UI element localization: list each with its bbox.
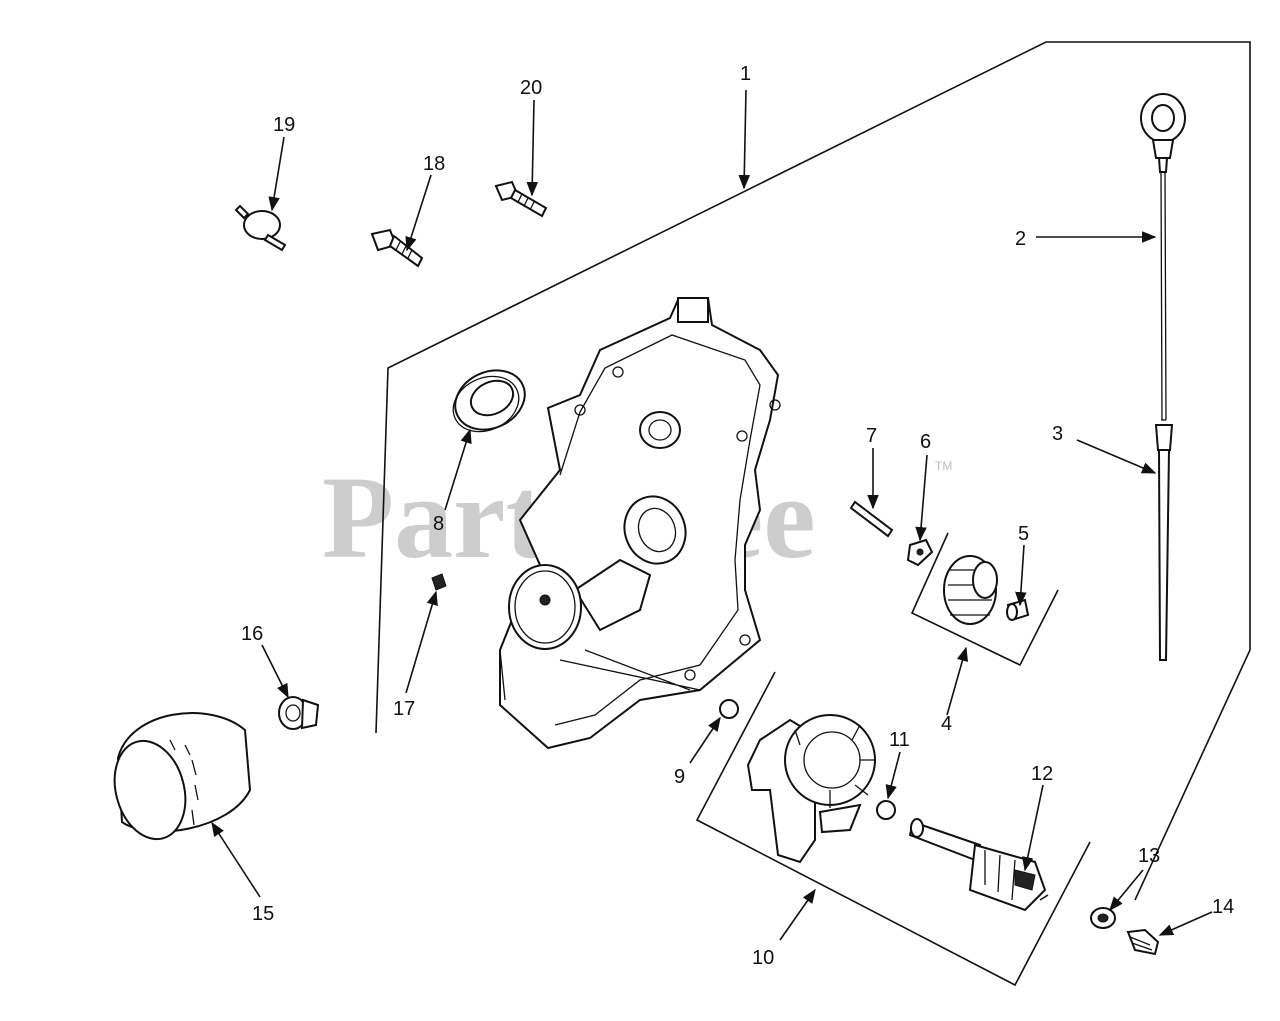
callout-19: 19 bbox=[273, 114, 295, 136]
callout-14: 14 bbox=[1212, 896, 1234, 918]
callout-18: 18 bbox=[423, 153, 445, 175]
governor-shaft bbox=[1006, 598, 1030, 622]
governor-boundary bbox=[910, 532, 1059, 667]
oil-pickup bbox=[908, 818, 1047, 912]
callout-5: 5 bbox=[1018, 523, 1029, 545]
callout-4: 4 bbox=[941, 713, 952, 735]
callout-labels: 1 2 3 4 5 6 7 8 9 10 11 12 13 14 15 16 1… bbox=[241, 63, 1234, 969]
callout-8: 8 bbox=[433, 513, 444, 535]
crankcase-cover bbox=[499, 296, 781, 750]
callout-20: 20 bbox=[520, 77, 542, 99]
callout-9: 9 bbox=[674, 766, 685, 788]
callout-10: 10 bbox=[752, 947, 774, 969]
callout-17: 17 bbox=[393, 698, 415, 720]
oil-filter bbox=[113, 712, 252, 841]
callout-16: 16 bbox=[241, 623, 263, 645]
plug-16 bbox=[278, 696, 320, 730]
o-ring-11 bbox=[876, 800, 896, 820]
watermark-trademark: TM bbox=[935, 459, 952, 473]
callout-12: 12 bbox=[1031, 763, 1053, 785]
callout-7: 7 bbox=[866, 425, 877, 447]
oil-seal bbox=[452, 369, 526, 433]
clip bbox=[906, 538, 934, 567]
drain-plug bbox=[1126, 928, 1160, 956]
assembly-boundary bbox=[375, 41, 1251, 901]
governor-gear bbox=[943, 555, 998, 625]
bolt-18 bbox=[370, 228, 424, 268]
fitting-17 bbox=[431, 573, 447, 591]
callout-6: 6 bbox=[920, 431, 931, 453]
callout-11: 11 bbox=[889, 729, 910, 751]
callout-15: 15 bbox=[252, 903, 274, 925]
callout-3: 3 bbox=[1052, 423, 1063, 445]
bolt-20 bbox=[494, 180, 548, 218]
oil-pump-boundary bbox=[695, 671, 1091, 987]
oil-pump bbox=[746, 714, 876, 864]
callout-13: 13 bbox=[1138, 845, 1160, 867]
pressure-switch bbox=[234, 204, 287, 252]
callout-1: 1 bbox=[740, 63, 751, 85]
callout-2: 2 bbox=[1015, 228, 1026, 250]
dipstick bbox=[1140, 93, 1186, 421]
pin bbox=[849, 500, 894, 538]
leader-arrows bbox=[211, 89, 1213, 941]
washer bbox=[1090, 907, 1116, 929]
o-ring-9 bbox=[719, 699, 739, 719]
dipstick-tube bbox=[1154, 424, 1174, 661]
